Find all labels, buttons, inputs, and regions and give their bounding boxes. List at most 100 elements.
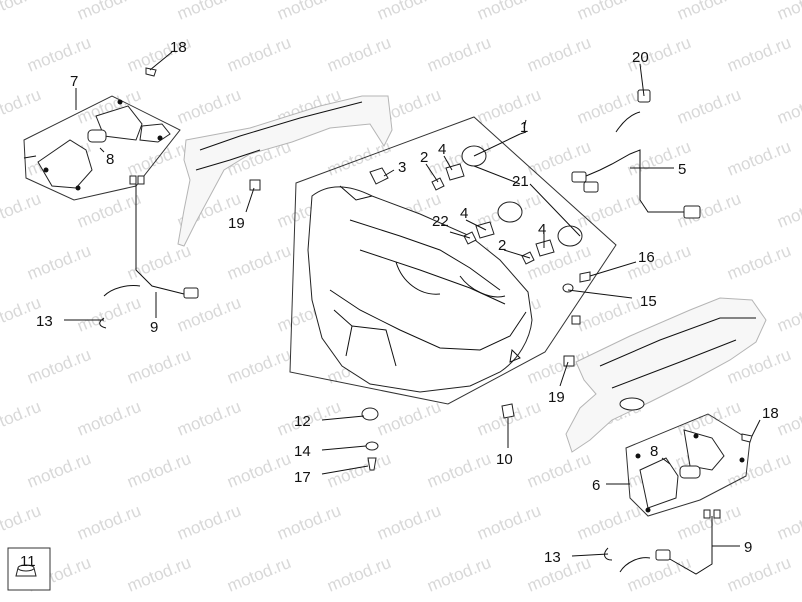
watermark-text: motod.ru [774, 189, 802, 232]
watermark-text: motod.ru [774, 0, 802, 24]
watermark-text: motod.ru [24, 33, 93, 76]
right-indicator-frame [625, 413, 751, 517]
callout-9: 9 [150, 319, 158, 336]
callout-2: 2 [498, 237, 506, 254]
item-11-box [7, 547, 51, 591]
watermark-text: motod.ru [174, 397, 243, 440]
watermark-text: motod.ru [724, 241, 793, 284]
headlight-housing [307, 185, 533, 393]
watermark-text: motod.ru [474, 0, 543, 24]
callout-4: 4 [438, 141, 446, 158]
left-indicator [23, 99, 171, 191]
lower-right-panel [565, 297, 767, 453]
watermark-text: motod.ru [74, 0, 143, 24]
watermark-text: motod.ru [174, 85, 243, 128]
watermark-text: motod.ru [174, 0, 243, 24]
watermark-text: motod.ru [324, 33, 393, 76]
callout-17: 17 [294, 469, 311, 486]
watermark-text: motod.ru [574, 501, 643, 544]
callout-labels: 1 2 2 3 4 4 4 5 6 7 8 8 9 9 10 11 12 13 … [20, 39, 779, 570]
watermark-text: motod.ru [0, 85, 44, 128]
watermark-text: motod.ru [424, 33, 493, 76]
watermark-text: motod.ru [774, 501, 802, 544]
watermark-text: motod.ru [524, 33, 593, 76]
callout-9: 9 [744, 539, 752, 556]
callout-22: 22 [432, 213, 449, 230]
callout-8: 8 [106, 151, 114, 168]
callout-4: 4 [460, 205, 468, 222]
callout-6: 6 [592, 477, 600, 494]
watermark-text: motod.ru [224, 345, 293, 388]
watermark-text: motod.ru [224, 553, 293, 596]
callout-8: 8 [650, 443, 658, 460]
watermark-text: motod.ru [574, 85, 643, 128]
watermark-text: motod.ru [124, 241, 193, 284]
watermark-text: motod.ru [124, 137, 193, 180]
watermark-text: motod.ru [74, 397, 143, 440]
callout-1: 1 [520, 119, 528, 136]
callout-18: 18 [170, 39, 187, 56]
watermark-text: motod.ru [574, 293, 643, 336]
watermark-text: motod.ru [124, 449, 193, 492]
watermark-text: motod.ru [374, 501, 443, 544]
hardware [145, 67, 753, 471]
watermark-text: motod.ru [674, 85, 743, 128]
callout-20: 20 [632, 49, 649, 66]
callout-12: 12 [294, 413, 311, 430]
callout-16: 16 [638, 249, 655, 266]
headlight-group-frame [289, 116, 617, 405]
watermark-text: motod.ru [674, 0, 743, 24]
watermark-text: motod.ru [574, 189, 643, 232]
watermark-text: motod.ru [174, 501, 243, 544]
watermark-text: motod.ru [774, 293, 802, 336]
callout-7: 7 [70, 73, 78, 90]
watermark-text: motod.ru [724, 33, 793, 76]
watermark-text: motod.ru [24, 345, 93, 388]
watermark-text: motod.ru [424, 553, 493, 596]
callout-11: 11 [20, 553, 36, 570]
watermark-text: motod.ru [524, 449, 593, 492]
watermark-text: motod.ru [674, 501, 743, 544]
watermark-text: motod.ru [124, 553, 193, 596]
callout-14: 14 [294, 443, 311, 460]
watermark-text: motod.ru [24, 241, 93, 284]
callout-18: 18 [762, 405, 779, 422]
watermark-text: motod.ru [224, 449, 293, 492]
watermark-text: motod.ru [224, 33, 293, 76]
headlight-harness [571, 111, 701, 219]
right-wiring [604, 509, 721, 575]
watermark-text: motod.ru [324, 553, 393, 596]
watermark-text: motod.ru [424, 449, 493, 492]
callout-10: 10 [496, 451, 513, 468]
watermark-text: motod.ru [224, 241, 293, 284]
watermark-text: motod.ru [374, 397, 443, 440]
watermark-text: motod.ru [74, 501, 143, 544]
watermark-text: motod.ru [74, 293, 143, 336]
watermark-text: motod.ru [274, 0, 343, 24]
watermark-text: motod.ru [474, 85, 543, 128]
callout-15: 15 [640, 293, 657, 310]
left-wiring [99, 175, 199, 329]
callout-13: 13 [544, 549, 561, 566]
callout-2: 2 [420, 149, 428, 166]
watermark-text: motod.ru [374, 0, 443, 24]
callout-19: 19 [228, 215, 245, 232]
watermark-text: motod.ru [724, 137, 793, 180]
watermark-text: motod.ru [574, 0, 643, 24]
right-indicator [635, 429, 745, 513]
watermark-text: motod.ru [474, 397, 543, 440]
callout-19: 19 [548, 389, 565, 406]
callout-4: 4 [538, 221, 546, 238]
watermark-text: motod.ru [124, 345, 193, 388]
watermark-text: motod.ru [0, 189, 44, 232]
callout-13: 13 [36, 313, 53, 330]
watermark-text: motod.ru [0, 0, 44, 24]
callout-5: 5 [678, 161, 686, 178]
watermark-text: motod.ru [474, 501, 543, 544]
watermark-text: motod.ru [274, 501, 343, 544]
upper-bracket [177, 95, 393, 247]
watermark-text: motod.ru [324, 449, 393, 492]
watermark-text: motod.ru [724, 553, 793, 596]
watermark-text: motod.ru [0, 397, 44, 440]
